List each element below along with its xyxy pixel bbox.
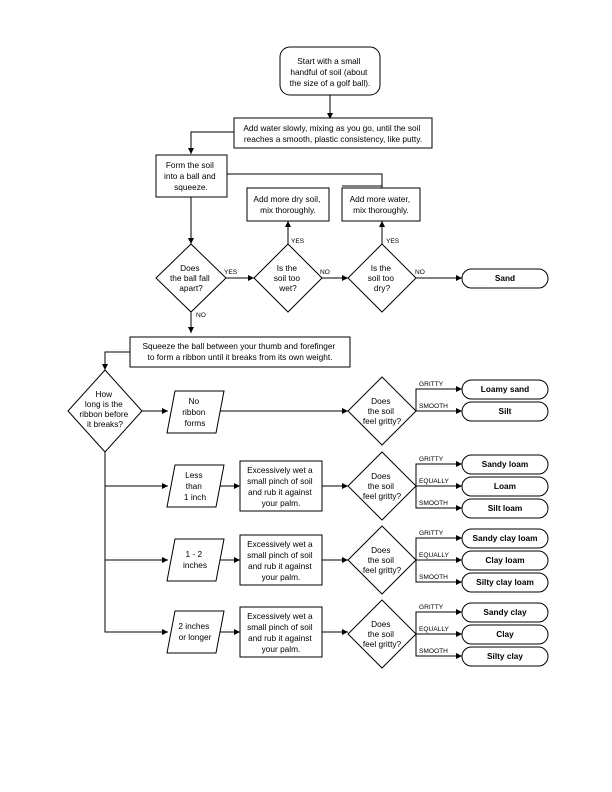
wet-pinch-process-3 [239,606,323,658]
add-water-text: Add water slowly, mixing as you go, unti… [243,123,422,144]
no-ribbon-text: No ribbon forms [182,396,207,428]
gritty-label-1: GRITTY [419,381,444,388]
result-sandy-loam [461,454,549,475]
add-dry-soil-process [246,187,330,222]
gritty-decision-3 [347,525,417,595]
silty-clay-text: Silty clay [487,651,523,661]
ribbon-length-text: How long is the ribbon before it breaks? [79,389,130,429]
sand-text: Sand [495,273,515,283]
yes-label-dry: YES [386,238,400,245]
branch-labels: YES NO NO YES YES NO GRITTY SMOOTH GRITT… [196,238,450,655]
sandy-clay-loam-text: Sandy clay loam [472,533,537,543]
no-ribbon-input [166,390,225,434]
result-loam [461,476,549,497]
no-label-dry: NO [415,269,425,276]
result-sandy-clay [461,602,549,623]
one-to-two-inches-text: 1 - 2 inches [183,549,207,570]
form-ball-text: Form the soil into a ball and squeeze. [164,160,218,192]
add-more-water-process [341,187,421,222]
gritty-text-3: Does the soil feel gritty? [363,545,402,575]
result-loamy-sand [461,379,549,400]
wet-pinch-text-3: Excessively wet a small pinch of soil an… [247,611,315,654]
equally-label-2: EQUALLY [419,478,450,485]
smooth-label-3: SMOOTH [419,574,448,581]
start-terminator [279,46,381,96]
clay-text: Clay [496,629,514,639]
squeeze-ribbon-process [129,336,351,368]
wet-pinch-text-1: Excessively wet a small pinch of soil an… [247,465,315,508]
yes-label-wet: YES [291,238,305,245]
result-silt-loam [461,498,549,519]
ball-fall-apart-text: Does the ball fall apart? [170,263,212,293]
wet-pinch-text-2: Excessively wet a small pinch of soil an… [247,539,315,582]
silt-loam-text: Silt loam [488,503,523,513]
gritty-label-4: GRITTY [419,604,444,611]
gritty-text-1: Does the soil feel gritty? [363,396,402,426]
too-wet-text: Is the soil too wet? [274,263,303,293]
wet-pinch-process-1 [239,460,323,512]
node-text: Start with a small handful of soil (abou… [79,56,537,661]
two-inches-or-longer-input [166,610,225,654]
less-than-1-inch-text: Less than 1 inch [184,470,207,502]
yes-label-ball: YES [224,269,238,276]
sand-terminator [461,268,549,289]
sandy-loam-text: Sandy loam [482,459,529,469]
one-to-two-inches-input [166,538,225,582]
equally-label-4: EQUALLY [419,626,450,633]
result-sandy-clay-loam [461,528,549,549]
add-water-process [233,117,433,149]
gritty-label-3: GRITTY [419,530,444,537]
equally-label-3: EQUALLY [419,552,450,559]
connectors [102,95,462,659]
gritty-decision-2 [347,451,417,521]
sandy-clay-text: Sandy clay [483,607,527,617]
result-silty-clay [461,646,549,667]
result-clay-loam [461,550,549,571]
gritty-decision-4 [347,599,417,669]
add-more-water-text: Add more water, mix thoroughly. [350,194,413,215]
gritty-text-4: Does the soil feel gritty? [363,619,402,649]
clay-loam-text: Clay loam [485,555,524,565]
wet-pinch-process-2 [239,534,323,586]
start-text: Start with a small handful of soil (abou… [290,56,371,88]
gritty-decision-1 [347,376,417,446]
loamy-sand-text: Loamy sand [481,384,529,394]
too-dry-decision [347,243,417,313]
two-inches-or-longer-text: 2 inches or longer [178,621,211,642]
gritty-text-2: Does the soil feel gritty? [363,471,402,501]
result-clay [461,624,549,645]
too-wet-decision [253,243,323,313]
gritty-label-2: GRITTY [419,456,444,463]
smooth-label-4: SMOOTH [419,648,448,655]
ball-fall-apart-decision [155,243,227,313]
loam-text: Loam [494,481,516,491]
no-label-wet: NO [320,269,330,276]
no-label-ball: NO [196,312,206,319]
squeeze-ribbon-text: Squeeze the ball between your thumb and … [142,341,337,362]
shapes [67,46,549,669]
smooth-label-1: SMOOTH [419,403,448,410]
less-than-1-inch-input [166,464,225,508]
silt-text: Silt [499,406,512,416]
silty-clay-loam-text: Silty clay loam [476,577,534,587]
ribbon-length-decision [67,369,143,453]
result-silty-clay-loam [461,572,549,593]
too-dry-text: Is the soil too dry? [368,263,397,293]
result-silt [461,401,549,422]
form-ball-process [155,154,228,198]
smooth-label-2: SMOOTH [419,500,448,507]
add-dry-soil-text: Add more dry soil, mix thoroughly. [253,194,322,215]
